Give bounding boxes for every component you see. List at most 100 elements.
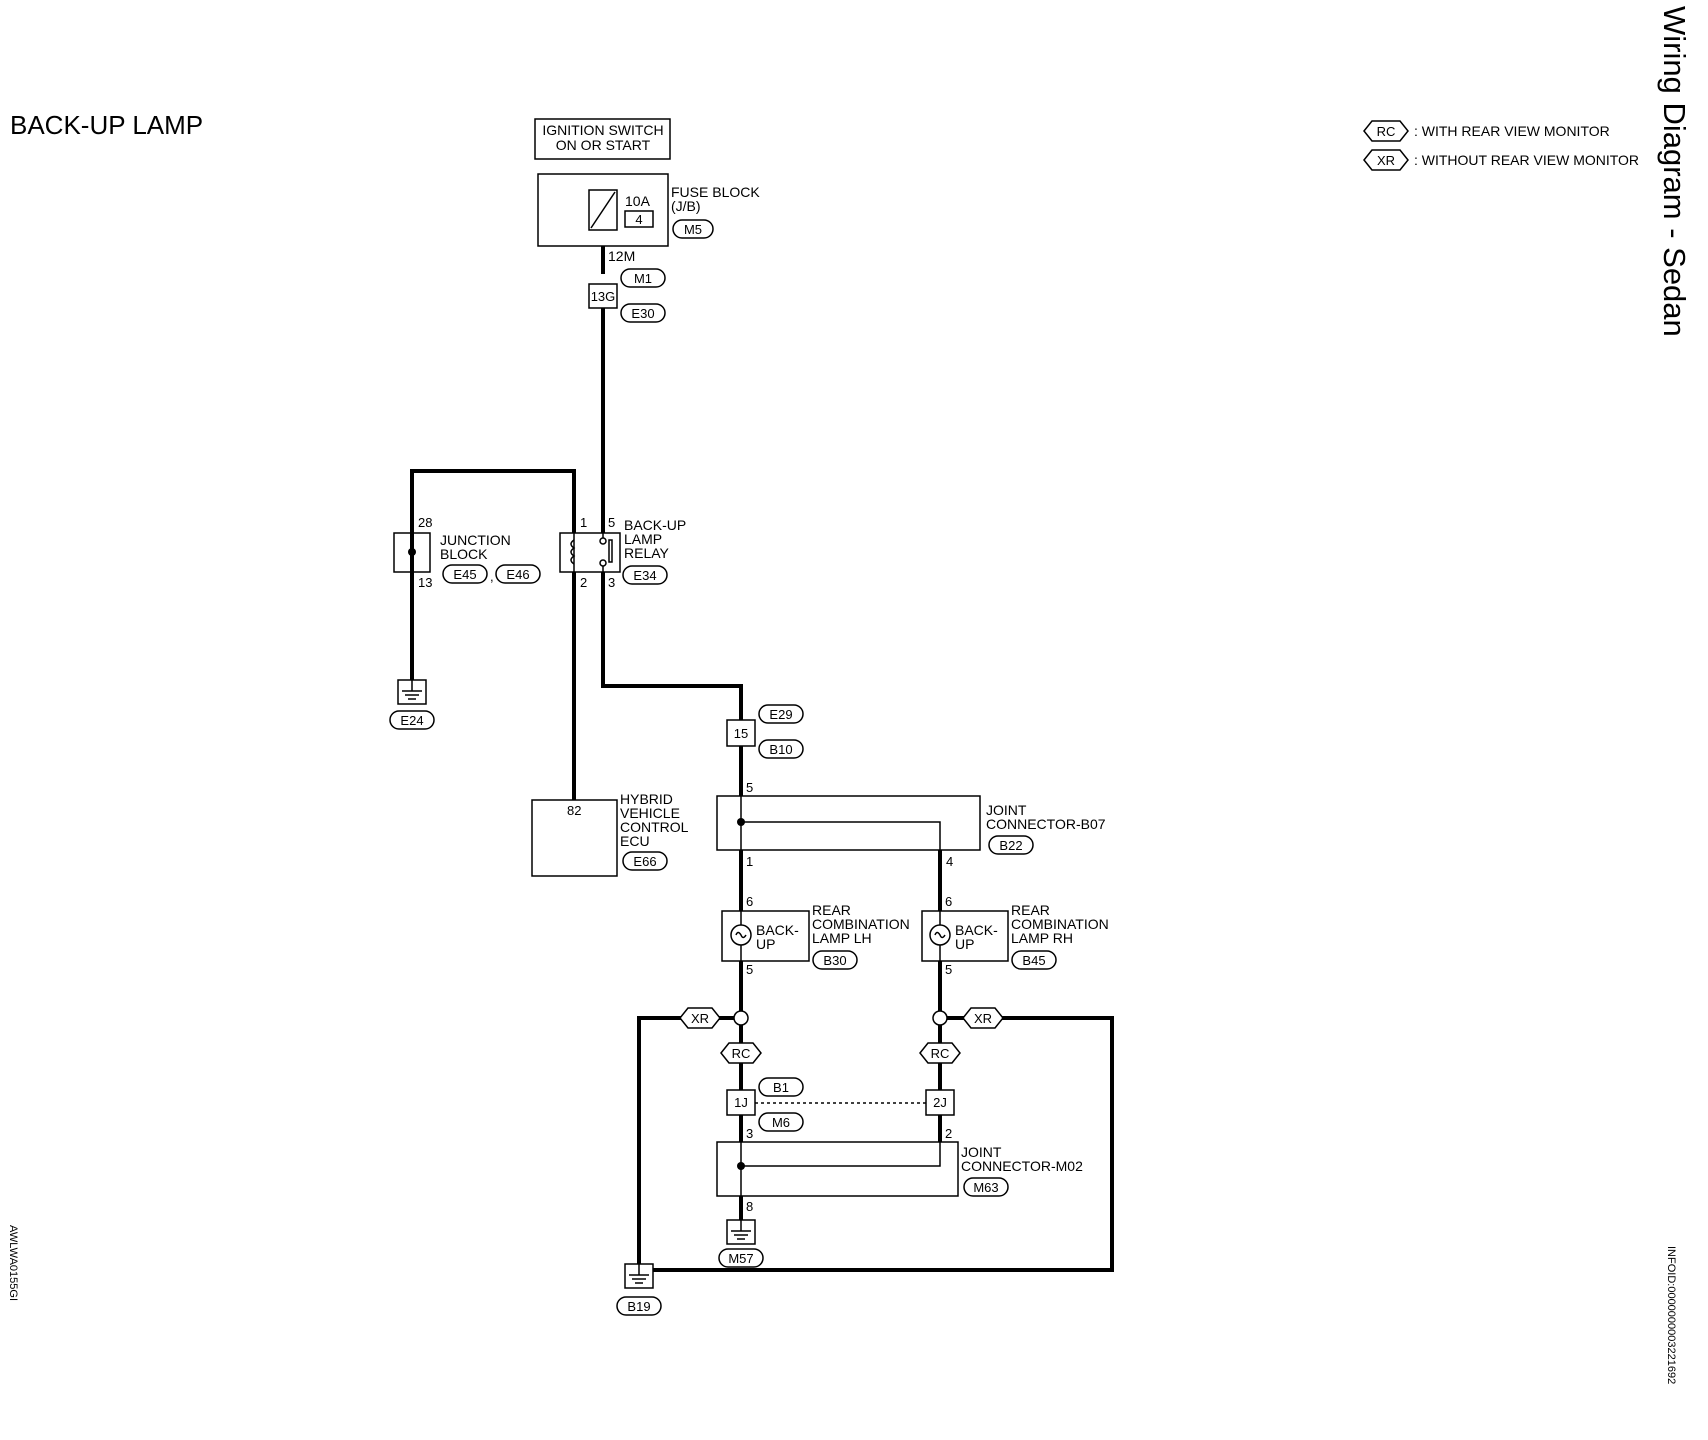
junction-pin-top: 28 — [418, 515, 432, 530]
junction-block: 28 13 JUNCTION BLOCK E45 , E46 — [393, 515, 541, 590]
lamp-lh-name-1: REAR — [812, 902, 851, 918]
junction-badge-e46 — [495, 564, 541, 584]
joint-b07-pin-out-left: 1 — [746, 854, 753, 869]
side-title: Wiring Diagram - Sedan — [1657, 6, 1692, 337]
harness-b1-badge — [758, 1077, 804, 1097]
ground-m57-connector: M57 — [728, 1251, 753, 1266]
figure-code: AWLWA0155GI — [7, 1225, 19, 1301]
harness-e30-connector: E30 — [631, 306, 654, 321]
ground-m57-badge — [718, 1248, 764, 1268]
fuse-number: 4 — [635, 212, 642, 227]
joint-m02-name-2: CONNECTOR-M02 — [961, 1158, 1083, 1174]
ecu-pin: 82 — [567, 803, 581, 818]
backup-lamp-relay: 1 5 2 3 BACK-UP LAMP RELAY E34 — [559, 515, 686, 590]
lamp-lh-inner-1: BACK- — [756, 922, 799, 938]
harness-m6-badge — [758, 1112, 804, 1132]
page-title: BACK-UP LAMP — [10, 110, 203, 140]
joint-b07-badge — [988, 835, 1034, 855]
harness-e30-pin: 13G — [591, 289, 616, 304]
fuse-block-name-1: FUSE BLOCK — [671, 184, 760, 200]
wire-xr-ground — [637, 1016, 1114, 1272]
joint-m02-box — [716, 1141, 959, 1197]
joint-b07-box — [716, 795, 981, 851]
ground-e24: E24 — [389, 679, 435, 730]
fuse-block: 10A 4 FUSE BLOCK (J/B) M5 — [537, 173, 760, 247]
harness-m6-connector: M6 — [772, 1115, 790, 1130]
lamp-rh-pin-top: 6 — [945, 894, 952, 909]
joint-b07-name-1: JOINT — [986, 802, 1027, 818]
joint-m02-pin-right: 2 — [945, 1126, 952, 1141]
fuse-connector-badge — [672, 219, 714, 239]
relay-pin-2: 2 — [580, 575, 587, 590]
harness-13g-box — [588, 283, 618, 309]
relay-pin-1: 1 — [580, 515, 587, 530]
ecu-name-3: CONTROL — [620, 819, 689, 835]
relay-contact-top — [599, 537, 607, 545]
legend: RC : WITH REAR VIEW MONITOR XR : WITHOUT… — [1363, 120, 1639, 171]
joint-b07-node — [737, 818, 745, 826]
wire-relay-output — [601, 572, 743, 720]
relay-contact-bottom — [599, 559, 607, 567]
wire-jb-relay — [410, 469, 576, 533]
joint-m02-name-1: JOINT — [961, 1144, 1002, 1160]
wires — [410, 246, 1114, 1272]
harness-connector-15: E29 15 B10 — [726, 704, 804, 759]
splice-lh — [733, 1010, 749, 1026]
lamp-lh-name-3: LAMP LH — [812, 930, 872, 946]
junction-connector-2: E46 — [506, 567, 529, 582]
junction-node — [408, 548, 416, 556]
harness-1j-pin: 1J — [734, 1095, 748, 1110]
rc-badge-rh — [919, 1042, 961, 1064]
lamp-rh-name-1: REAR — [1011, 902, 1050, 918]
ignition-switch-box — [534, 118, 671, 160]
joint-b07-connector: B22 — [999, 838, 1022, 853]
lamp-rh-inner-1: BACK- — [955, 922, 998, 938]
xr-badge-rh — [962, 1007, 1004, 1029]
rc-badge-lh — [720, 1042, 762, 1064]
junction-pin-bottom: 13 — [418, 575, 432, 590]
ecu-badge — [622, 851, 668, 871]
xr-code-rh: XR — [974, 1011, 992, 1026]
lamp-lh-pin-bottom: 5 — [746, 962, 753, 977]
joint-m02-pin-left: 3 — [746, 1126, 753, 1141]
ignition-switch: IGNITION SWITCH ON OR START — [534, 118, 671, 160]
lamp-lh-pin-top: 6 — [746, 894, 753, 909]
joint-b07-name-2: CONNECTOR-B07 — [986, 816, 1106, 832]
fuse-block-name-2: (J/B) — [671, 198, 701, 214]
relay-coil-icon — [570, 539, 576, 565]
joint-m02-bus — [741, 1142, 941, 1167]
option-splices: XR XR RC RC — [679, 1007, 1004, 1064]
fuse-connector: M5 — [684, 222, 702, 237]
ground-m57: M57 — [718, 1219, 764, 1268]
legend-xr-text: : WITHOUT REAR VIEW MONITOR — [1414, 152, 1639, 168]
xr-badge-lh — [679, 1007, 721, 1029]
lamp-lh-badge — [812, 950, 858, 970]
harness-connector-13g: 12M M1 13G E30 — [588, 248, 666, 323]
fuse-element — [590, 191, 616, 229]
lamp-rh-inner-2: UP — [955, 936, 974, 952]
fuse-rating: 10A — [625, 193, 651, 209]
ground-e24-connector: E24 — [400, 713, 423, 728]
harness-connector-1j-2j: B1 1J 2J M6 — [726, 1077, 955, 1132]
relay-pin-3: 3 — [608, 575, 615, 590]
lamp-rh-pin-bottom: 5 — [945, 962, 952, 977]
harness-e29-connector: E29 — [769, 707, 792, 722]
joint-m02-badge — [963, 1177, 1009, 1197]
relay-pin-5: 5 — [608, 515, 615, 530]
lamp-lh-filament — [735, 931, 747, 939]
lamp-lh-name-2: COMBINATION — [812, 916, 910, 932]
ecu-name-4: ECU — [620, 833, 650, 849]
splice-rh — [932, 1010, 948, 1026]
rear-combination-lamp-rh: 6 BACK- UP 5 REAR COMBINATION LAMP RH B4… — [921, 894, 1109, 977]
junction-separator: , — [490, 569, 494, 584]
junction-badge-e45 — [442, 564, 488, 584]
rear-combination-lamp-lh: 6 BACK- UP 5 REAR COMBINATION LAMP LH B3… — [721, 894, 910, 977]
harness-e29-badge — [758, 704, 804, 724]
harness-b1-connector: B1 — [773, 1080, 789, 1095]
harness-2j-pin: 2J — [933, 1095, 947, 1110]
lamp-lh-inner-2: UP — [756, 936, 775, 952]
ground-e24-badge — [389, 710, 435, 730]
fuse-number-box — [624, 210, 654, 228]
ignition-label-1: IGNITION SWITCH — [542, 122, 663, 138]
